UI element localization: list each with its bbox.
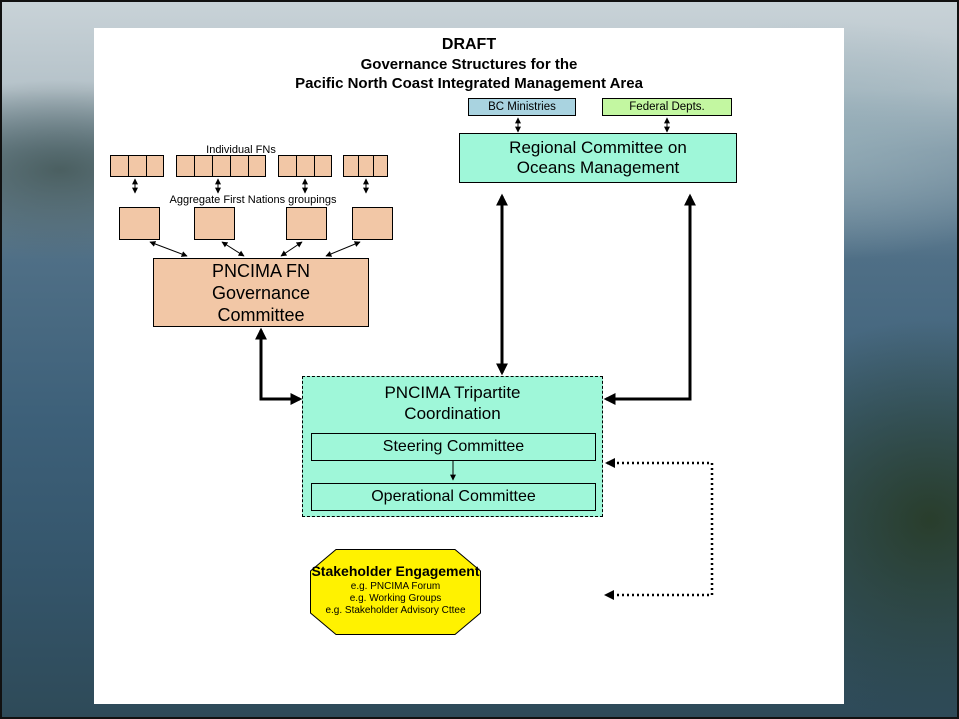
aggregate-group-box	[194, 207, 235, 240]
fn-governance-line3: Committee	[217, 304, 305, 325]
federal-depts-box: Federal Depts.	[602, 98, 732, 116]
title-line-3: Pacific North Coast Integrated Managemen…	[295, 75, 643, 92]
fn-governance-line2: Governance	[211, 282, 311, 303]
individual-fns-label: Individual FNs	[206, 144, 276, 156]
fn-cell	[128, 155, 147, 177]
fn-cell	[358, 155, 374, 177]
stakeholder-item: e.g. Working Groups	[349, 593, 442, 604]
tripartite-line1: PNCIMA Tripartite	[384, 383, 521, 402]
aggregate-groupings-label: Aggregate First Nations groupings	[169, 194, 337, 206]
aggregate-group-box	[352, 207, 393, 240]
stakeholder-item: e.g. PNCIMA Forum	[350, 581, 441, 592]
fn-cell	[296, 155, 315, 177]
fn-cell	[373, 155, 388, 177]
stakeholder-engagement-octagon: Stakeholder Engagement e.g. PNCIMA Forum…	[310, 549, 481, 635]
title-line-2: Governance Structures for the	[360, 56, 578, 73]
regional-committee-box: Regional Committee on Oceans Management	[459, 133, 737, 183]
fn-cell	[343, 155, 359, 177]
regional-committee-line2: Oceans Management	[516, 158, 680, 177]
draft-label: DRAFT	[441, 36, 497, 53]
steering-committee-box: Steering Committee	[311, 433, 596, 461]
fn-cell	[230, 155, 249, 177]
fn-group-3	[278, 155, 332, 177]
tripartite-line2: Coordination	[404, 404, 501, 423]
fn-group-1	[110, 155, 164, 177]
fn-cell	[146, 155, 164, 177]
operational-committee-box: Operational Committee	[311, 483, 596, 511]
fn-cell	[248, 155, 266, 177]
aggregate-group-box	[286, 207, 327, 240]
fn-cell	[212, 155, 231, 177]
fn-governance-committee-box: PNCIMA FN Governance Committee	[153, 258, 369, 327]
fn-cell	[110, 155, 129, 177]
fn-cell	[278, 155, 297, 177]
bc-ministries-box: BC Ministries	[468, 98, 576, 116]
fn-group-4	[343, 155, 388, 177]
fn-group-2	[176, 155, 266, 177]
aggregate-group-box	[119, 207, 160, 240]
fn-cell	[314, 155, 332, 177]
fn-cell	[194, 155, 213, 177]
fn-governance-line1: PNCIMA FN	[211, 260, 310, 281]
regional-committee-line1: Regional Committee on	[509, 138, 687, 157]
fn-cell	[176, 155, 195, 177]
tripartite-coordination-box: PNCIMA Tripartite Coordination Steering …	[302, 376, 603, 517]
stakeholder-heading: Stakeholder Engagement	[311, 563, 480, 579]
octagon-shape	[310, 549, 481, 635]
stakeholder-item: e.g. Stakeholder Advisory Cttee	[325, 605, 466, 616]
